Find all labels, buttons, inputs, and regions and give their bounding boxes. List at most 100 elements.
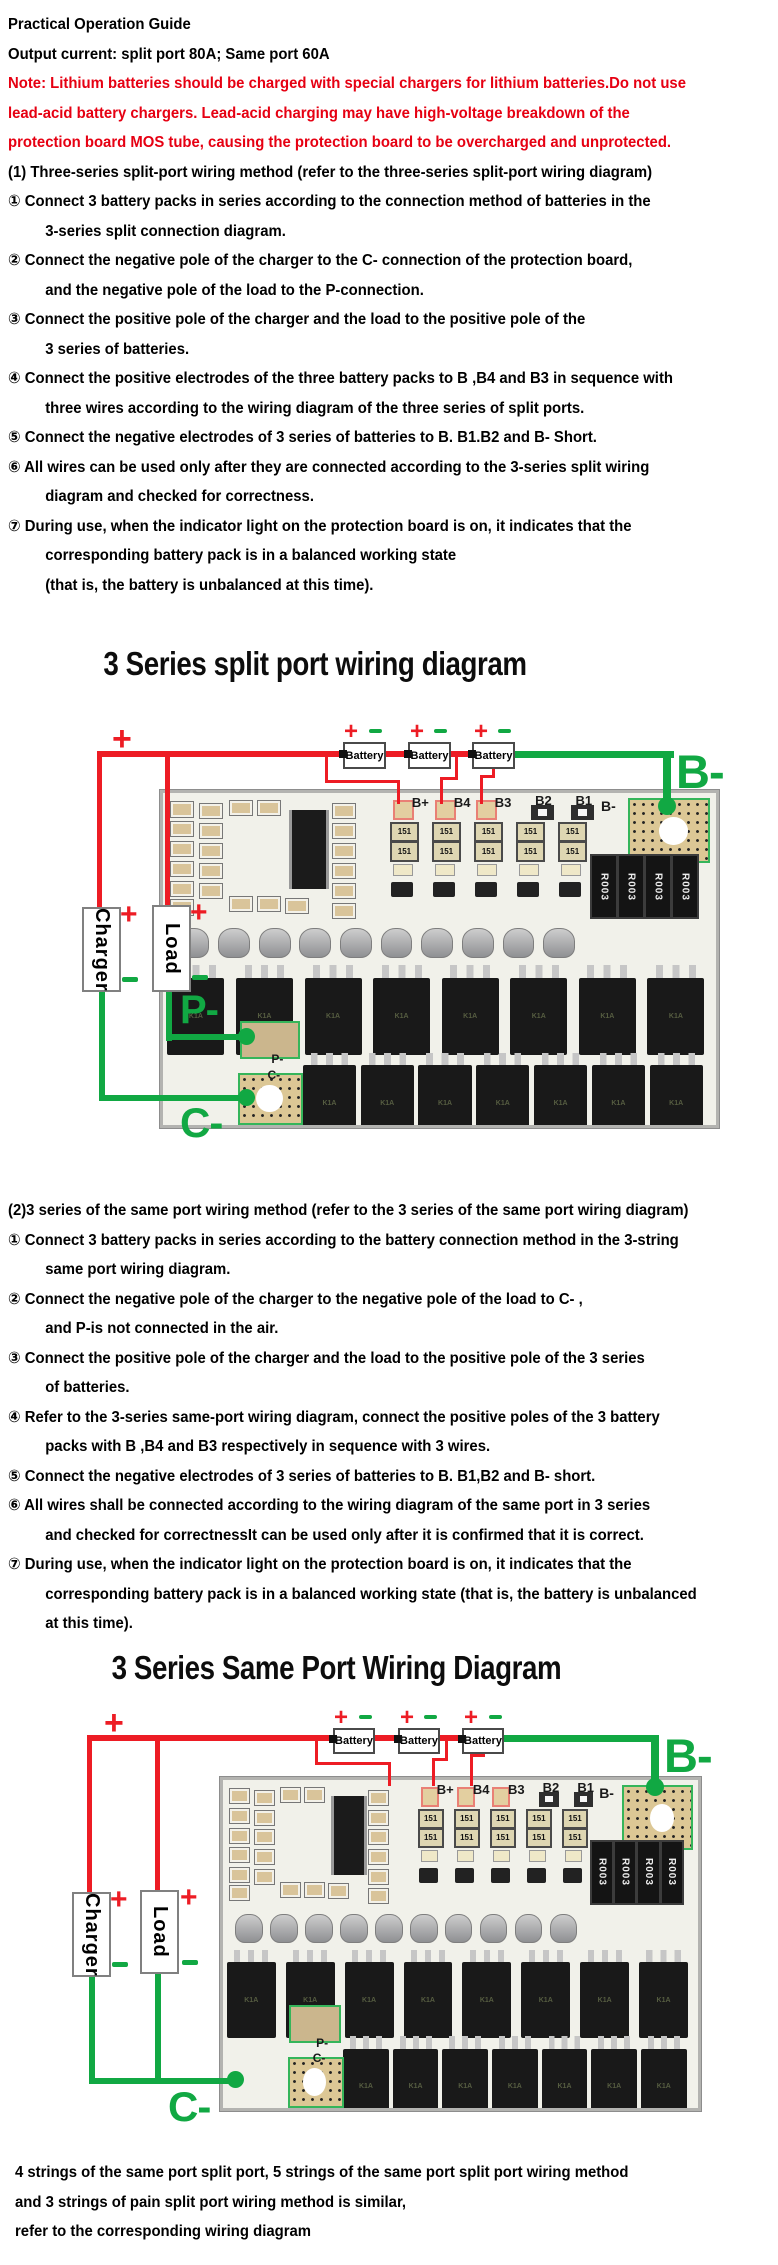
resistor-151: 151: [515, 822, 546, 843]
mosfet-legs: [426, 1052, 464, 1067]
indicator-led: [393, 863, 413, 877]
plus-sign: +: [344, 718, 359, 745]
solder-blob: [340, 1913, 368, 1944]
text-line: ③ Connect the positive pole of the charg…: [8, 1349, 645, 1367]
solder-blob: [218, 928, 250, 958]
resistor-151: 151: [489, 1827, 516, 1848]
mosfet: K1A: [302, 1052, 356, 1125]
text-line: ② Connect the negative pole of the charg…: [8, 252, 633, 269]
mosfet: K1A: [462, 1949, 512, 2039]
mosfet-body: K1A: [304, 977, 362, 1055]
c-minus-pad: [287, 2056, 344, 2108]
text-line: refer to the corresponding wiring diagra…: [15, 2223, 311, 2240]
text-line: Practical Operation Guide: [8, 16, 191, 33]
wire-positive: [432, 1758, 435, 1786]
mosfet: K1A: [649, 1052, 703, 1125]
smd-component: [331, 902, 356, 919]
mosfet: K1A: [641, 2036, 687, 2108]
smd-component: [228, 1788, 250, 1805]
wire-positive: [440, 777, 458, 780]
smd-component: [303, 1881, 325, 1898]
text-line: diagram and checked for correctness.: [45, 488, 314, 505]
wire-positive: [470, 1754, 473, 1786]
plus-sign: +: [110, 1883, 128, 1916]
shunt-resistor: R003: [671, 853, 699, 920]
balance-pad-label: B3: [494, 795, 512, 811]
p-minus-pad-label: P-: [271, 1052, 284, 1067]
balance-pad: [435, 800, 456, 821]
smd-component: [253, 1829, 275, 1846]
port-label-b-minus: B-: [664, 1729, 713, 1782]
mosfet-legs: [484, 1052, 522, 1067]
port-label-b-minus: B-: [676, 745, 725, 798]
mosfet-legs: [657, 1052, 695, 1067]
port-label-p-minus: P-: [180, 988, 219, 1032]
balance-pad: [393, 800, 414, 821]
mosfet-body: K1A: [649, 1065, 703, 1125]
solder-blob: [421, 928, 454, 958]
mosfet: K1A: [304, 964, 362, 1055]
resistor-151: 151: [417, 1827, 444, 1848]
smd-component: [327, 1883, 349, 1900]
plus-sign: +: [410, 718, 425, 745]
sot23-transistor: [516, 881, 540, 898]
smd-component: [228, 1866, 250, 1883]
solder-blob: [444, 1913, 473, 1944]
mosfet-body: K1A: [373, 977, 431, 1055]
balance-pad-label: B+: [436, 1782, 454, 1798]
plus-sign: +: [112, 720, 132, 758]
footer-text-block: 4 strings of the same port split port, 5…: [15, 2158, 628, 2247]
mosfet-legs: [598, 2036, 631, 2051]
smd-component: [367, 1789, 389, 1806]
smd-component: [367, 1868, 389, 1885]
sot23-transistor: [432, 881, 455, 898]
b-minus-pad-label: B-: [599, 1784, 614, 1801]
wire-positive: [315, 1762, 391, 1765]
text-line: corresponding battery pack is in a balan…: [45, 1585, 697, 1603]
mosfet-legs: [587, 964, 628, 980]
smd-component: [257, 799, 282, 816]
p-minus-pad: [289, 2005, 341, 2044]
solder-blob: [409, 1913, 438, 1944]
shunt-resistor: R003: [644, 853, 672, 920]
smd-component: [253, 1809, 275, 1826]
resistor-151: 151: [526, 1827, 552, 1848]
cell-capacitor: [573, 1791, 594, 1807]
smd-component: [169, 821, 194, 838]
balance-pad-label: B+: [411, 795, 429, 811]
wire-positive: [97, 751, 102, 909]
text-line: ① Connect 3 battery packs in series acco…: [8, 1231, 679, 1249]
smd-component: [257, 895, 282, 913]
wire-positive: [432, 1758, 448, 1761]
shunt-resistor-marking: R003: [596, 1858, 608, 1887]
balance-pad: [420, 1787, 439, 1807]
mosfet: K1A: [510, 964, 568, 1055]
smd-component: [198, 822, 224, 840]
plus-sign: +: [104, 1704, 124, 1742]
resistor-151: 151: [515, 841, 546, 862]
text-line: ⑤ Connect the negative electrodes of 3 s…: [8, 1467, 596, 1485]
resistor-151: 151: [431, 841, 462, 862]
charger-box: Charger: [72, 1892, 111, 1977]
mosfet: K1A: [442, 2036, 489, 2108]
load-label: Load: [149, 1906, 171, 1958]
mosfet-body: K1A: [591, 2048, 637, 2108]
shunt-resistor-marking: R003: [679, 872, 691, 901]
battery-box: Battery: [408, 742, 451, 769]
smd-component: [169, 801, 194, 818]
wire-positive: [165, 751, 170, 907]
wire-positive: [397, 780, 400, 804]
resistor-151: 151: [489, 1808, 516, 1829]
mosfet: K1A: [521, 1949, 571, 2039]
mosfet-body: K1A: [462, 1962, 512, 2039]
smd-component: [198, 842, 224, 860]
sot23-transistor: [563, 1867, 583, 1883]
mosfet: K1A: [392, 2036, 439, 2108]
text-line: ① Connect 3 battery packs in series acco…: [8, 193, 651, 210]
plus-sign: +: [400, 1704, 415, 1731]
section2-text-block: (2)3 series of the same port wiring meth…: [8, 1196, 697, 1639]
text-line: protection board MOS tube, causing the p…: [8, 134, 672, 151]
minus-sign: [369, 729, 382, 733]
